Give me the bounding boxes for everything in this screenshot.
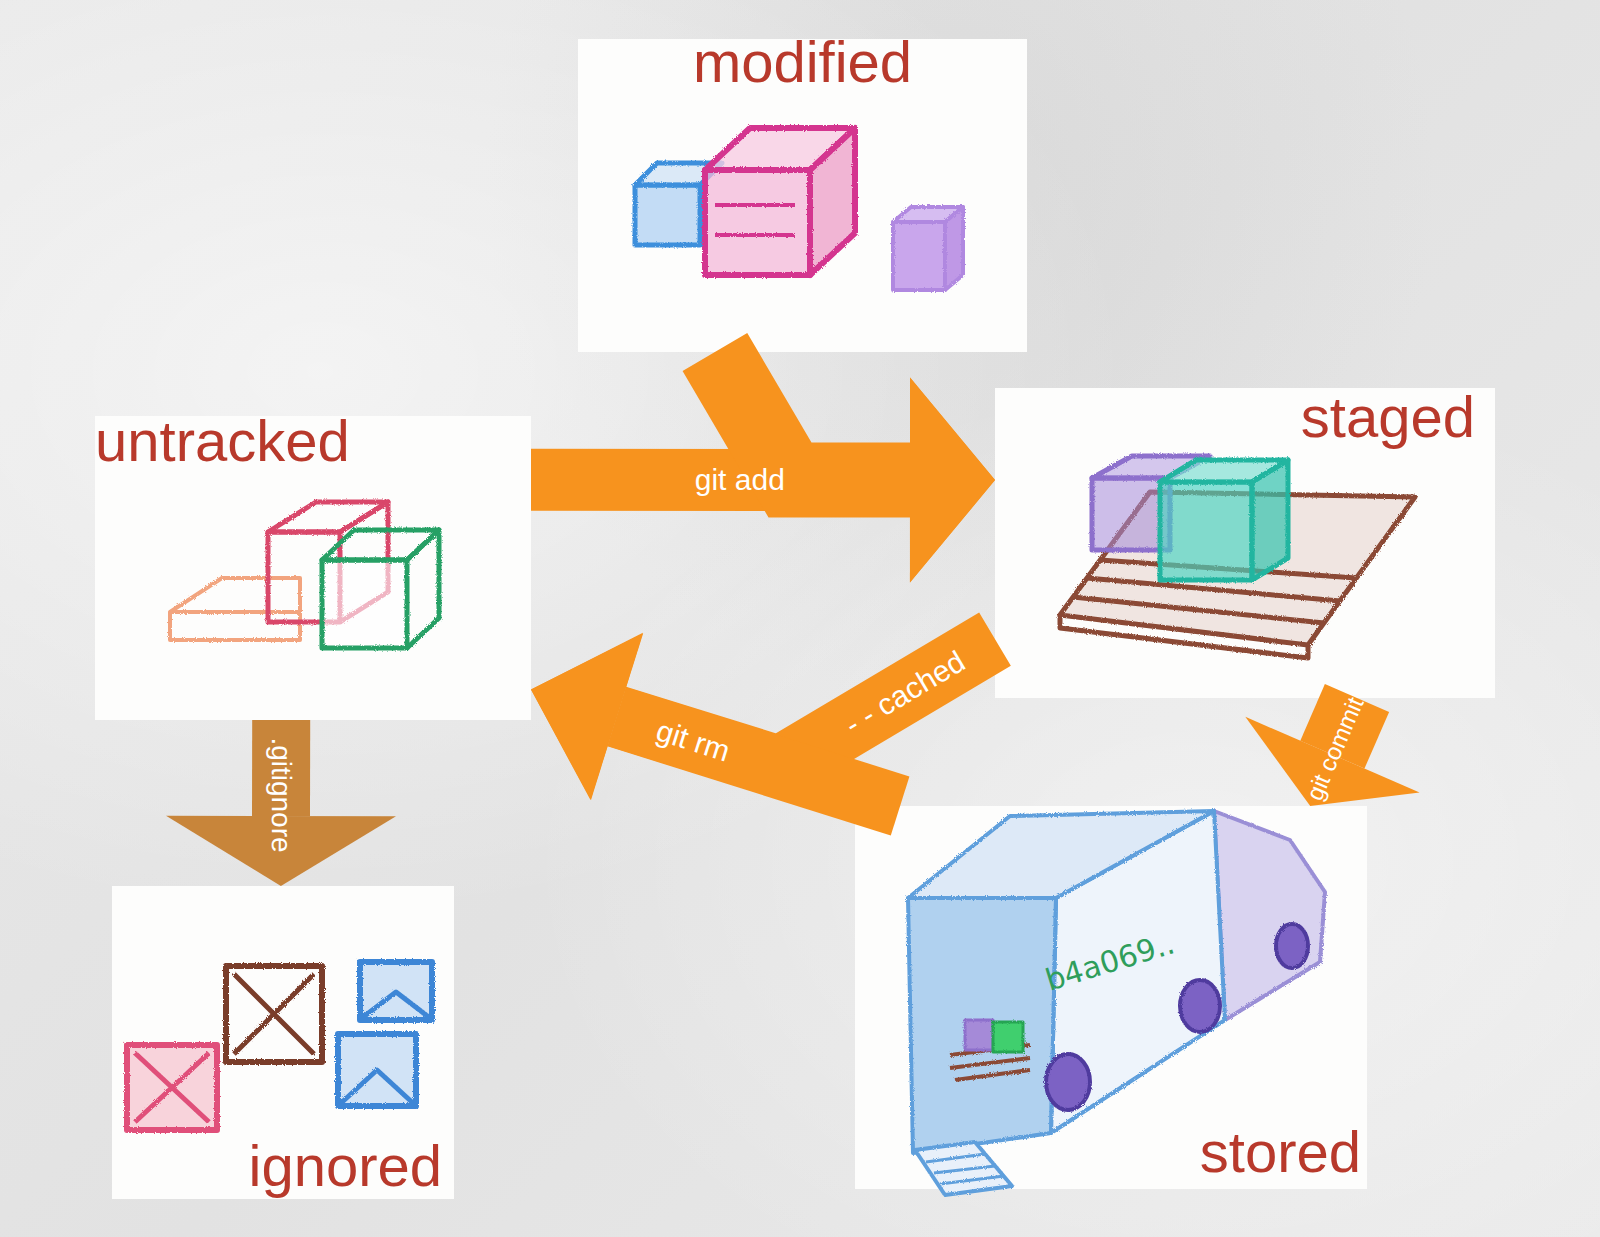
state-name: stored	[1200, 1123, 1361, 1181]
cube-face	[1252, 460, 1288, 580]
arrow-head	[1245, 717, 1419, 806]
truck-opening	[908, 898, 1056, 1153]
block-arrow	[715, 352, 995, 583]
arrow-shaft	[252, 720, 310, 816]
cube-face	[1160, 482, 1252, 580]
state-name: ignored	[249, 1137, 442, 1195]
state-card: untracked	[95, 416, 531, 720]
block-arrow	[166, 720, 396, 886]
pallet-slat	[1060, 560, 1356, 658]
cross-mark	[135, 1053, 209, 1122]
stored-truck	[908, 811, 1325, 1195]
state-card: stored	[855, 806, 1367, 1189]
staged-pallet	[1060, 456, 1415, 658]
cube-face	[893, 207, 963, 222]
cube-face	[705, 128, 855, 170]
cube-face	[705, 170, 810, 275]
truck-side	[1051, 811, 1225, 1133]
state-name: modified	[578, 33, 1027, 91]
crossed-box	[360, 962, 432, 1020]
cube-face	[322, 560, 407, 648]
cross-mark	[234, 974, 314, 1054]
cargo-cube	[993, 1022, 1023, 1052]
state-card: ignored	[112, 886, 454, 1199]
arrow-shaft	[617, 639, 995, 767]
arrow-head	[531, 633, 643, 800]
cross-mark	[362, 992, 430, 1018]
crossed-box	[226, 966, 322, 1062]
truck-wheel	[1046, 1054, 1090, 1110]
command-label: git commit	[1302, 694, 1367, 804]
cube-face	[1160, 460, 1288, 482]
crossed-box	[338, 1034, 416, 1106]
cube-face	[1092, 456, 1210, 478]
command-label: - - cached	[840, 646, 970, 740]
ramp-slat	[926, 1154, 1004, 1184]
block-arrow	[531, 633, 995, 800]
cube-face	[340, 502, 388, 622]
arrow-shaft	[531, 449, 910, 511]
arrow-shaft	[617, 717, 900, 806]
cube-face	[407, 530, 439, 648]
crossed-box	[127, 1045, 217, 1130]
cube-face	[268, 532, 340, 622]
truck-wheel	[1180, 980, 1220, 1032]
untracked-shapes	[170, 502, 439, 648]
block-arrow	[531, 633, 900, 806]
block-arrow	[1245, 698, 1419, 806]
truck-cab	[1214, 811, 1325, 1020]
cube-face	[322, 530, 439, 560]
state-card: staged	[995, 388, 1495, 698]
cube-face	[810, 128, 855, 275]
cube-hatch	[715, 205, 795, 235]
cube-face	[268, 502, 388, 532]
cube-face	[1092, 478, 1170, 550]
truck-pallet	[950, 1045, 1030, 1080]
cube-face	[635, 185, 700, 245]
arrow-head	[531, 633, 643, 800]
cube-face	[945, 207, 963, 290]
state-name: staged	[1301, 388, 1475, 446]
block-arrow	[531, 378, 995, 583]
command-label: .gitignore	[267, 737, 295, 852]
truck-top	[908, 811, 1214, 898]
cube-face	[893, 222, 945, 290]
cube-face	[635, 163, 722, 185]
pallet-outline	[1060, 492, 1415, 645]
arrow-shaft	[715, 352, 910, 480]
cargo-cube	[965, 1020, 993, 1050]
command-label: git rm	[653, 715, 734, 766]
arrow-head	[910, 378, 995, 583]
state-card: modified	[578, 39, 1027, 352]
arrow-head	[166, 816, 396, 886]
cross-mark	[340, 1070, 414, 1104]
truck-wheel	[1276, 924, 1308, 968]
slab-outline	[170, 578, 300, 640]
truck-ramp	[915, 1142, 1012, 1195]
state-name: untracked	[95, 412, 350, 470]
arrow-shaft	[1332, 698, 1357, 755]
command-label: git add	[695, 465, 785, 495]
arrow-head	[910, 378, 995, 583]
ignored-boxes	[127, 962, 432, 1130]
modified-cubes	[635, 128, 963, 290]
